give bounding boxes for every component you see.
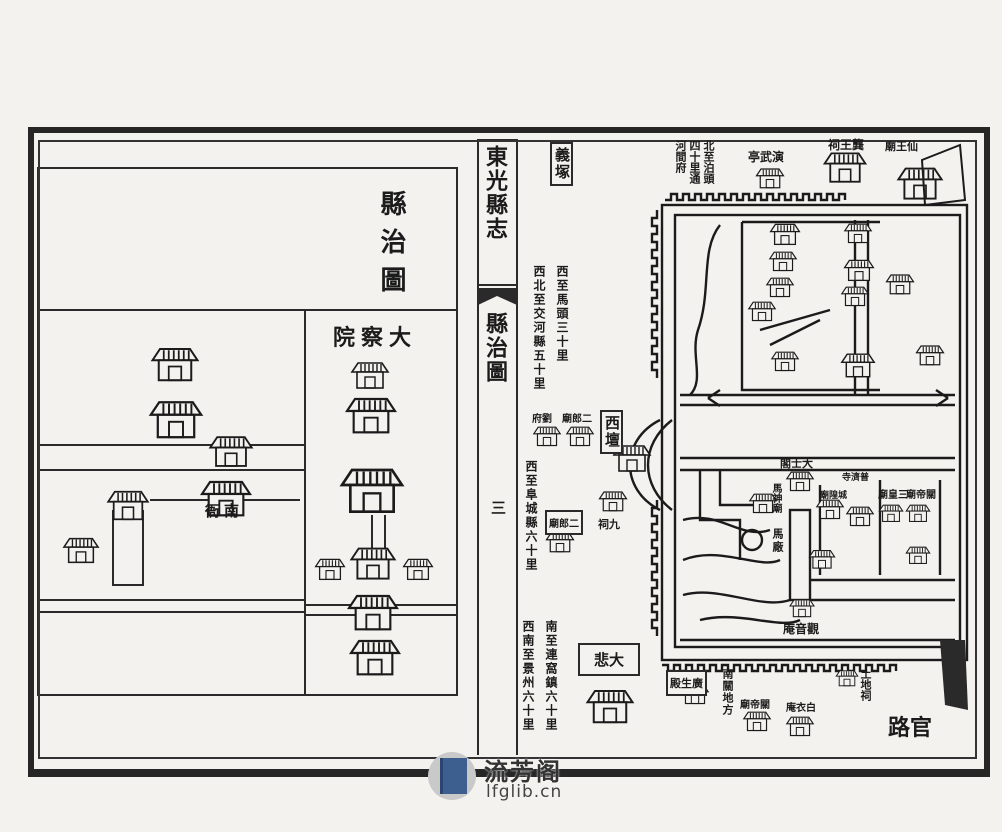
page-inner-border — [38, 140, 977, 759]
label-west-altar: 西壇 — [600, 410, 623, 454]
label-south-office: 南衙 — [205, 502, 244, 520]
section-title: 縣治圖 — [482, 312, 508, 384]
label-north-botou-3: 河間府 — [674, 140, 687, 173]
label-official-road: 官路 — [888, 715, 933, 741]
map-title: 縣治圖 — [376, 190, 406, 304]
label-northwest-jiaohe: 西北至交河縣五十里 — [532, 265, 546, 391]
page-border — [28, 127, 990, 777]
label-drill-pavilion: 演武亭 — [748, 150, 785, 164]
label-guanyin-nunnery: 觀音庵 — [783, 622, 820, 636]
label-nine-shrine: 九祠 — [598, 518, 620, 531]
watermark-url: lfglib.cn — [486, 782, 563, 802]
label-north-botou-1: 北至泊頭 — [702, 140, 715, 184]
label-sanhuang-temple: 三皇廟 — [878, 490, 908, 501]
book-icon — [440, 758, 467, 794]
page-number: 三 — [489, 500, 507, 517]
label-dabei: 大悲 — [578, 643, 641, 676]
label-guangsheng-hall: 廣生殿 — [666, 670, 707, 696]
label-city-god-temple: 城隍廟 — [820, 491, 848, 501]
label-west-matou: 西至馬頭三十里 — [555, 265, 569, 363]
label-gong-wang-shrine: 龔王祠 — [828, 138, 865, 152]
label-erlang-temple: 二郎廟 — [545, 510, 583, 535]
label-erlang-small: 二郎廟 — [562, 414, 592, 425]
book-title: 東光縣志 — [482, 145, 508, 241]
label-guandi-temple-south: 關帝廟 — [740, 700, 770, 711]
label-baiyi-nunnery: 白衣庵 — [786, 703, 816, 714]
label-southwest-jingzhou: 西南至景州六十里 — [521, 620, 535, 732]
label-liu-mansion: 劉府 — [532, 414, 552, 425]
label-ma-shen-temple: 馬神廟 — [770, 483, 781, 513]
label-censorate: 大察院 — [333, 325, 418, 351]
label-tudi-shrine: 土地祠 — [859, 668, 872, 701]
label-ma-chang: 馬廠 — [771, 528, 784, 554]
label-north-botou-2: 四十里通 — [688, 140, 701, 184]
label-puji-temple: 普濟寺 — [842, 473, 870, 483]
label-guandi-temple-inner: 關帝廟 — [906, 490, 936, 501]
label-south-lianwo: 南至連窩鎮六十里 — [544, 620, 558, 732]
label-xian-wang-temple: 仙王廟 — [885, 140, 918, 153]
label-cemetery: 義塚 — [550, 142, 573, 186]
watermark-name: 流芳阁 — [484, 757, 562, 786]
label-west-fucheng: 西至阜城縣六十里 — [524, 460, 538, 572]
label-dashi-pavilion: 大士閣 — [780, 457, 813, 470]
label-south-gate-area: 南關地方 — [721, 668, 734, 716]
